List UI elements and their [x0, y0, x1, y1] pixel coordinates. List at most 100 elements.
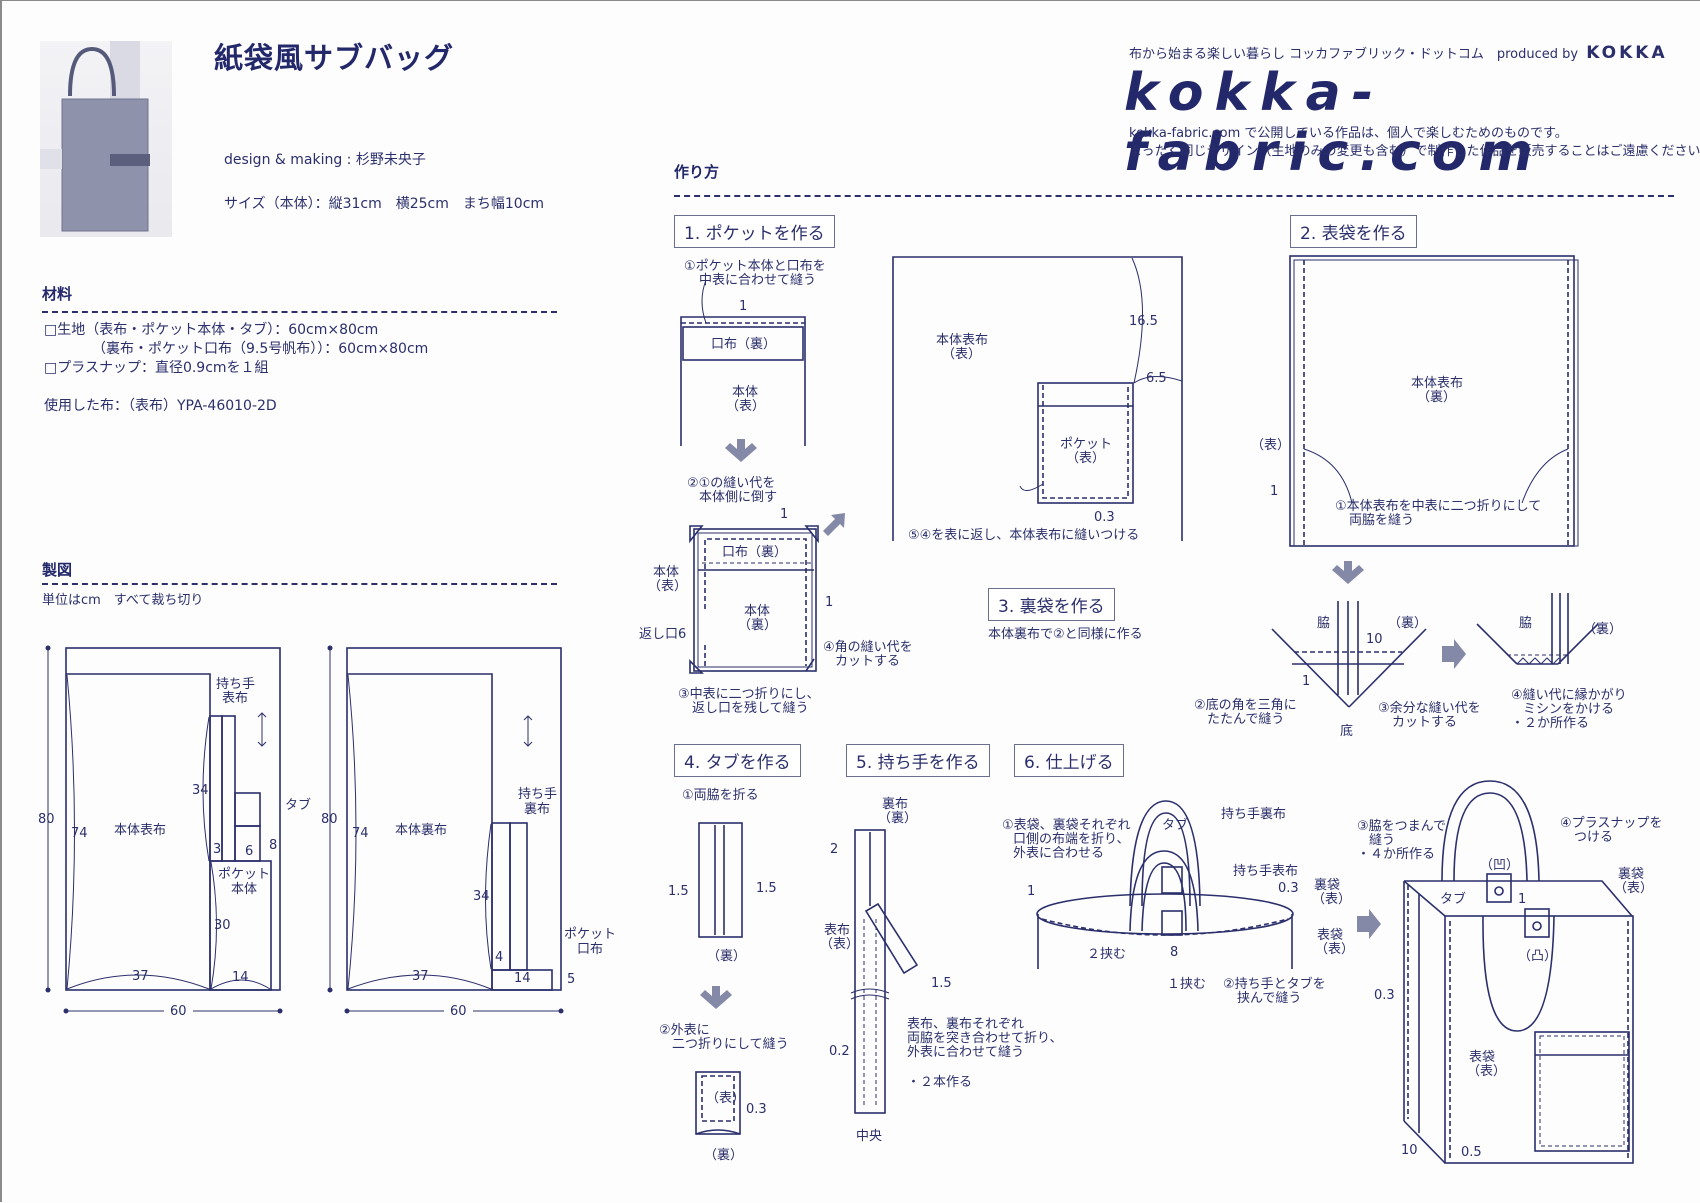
step2-seam: 1: [1270, 484, 1279, 499]
step1-note-4-line1: ④角の縫い代を: [823, 640, 913, 655]
arrow-down-icon: [1332, 561, 1364, 584]
step6-handle-outer: 持ち手表布: [1233, 864, 1299, 879]
step1-note-2-line2: 本体側に倒す: [699, 490, 778, 505]
step2-note-3-line1: ③余分な縫い代を: [1378, 701, 1481, 716]
howto-heading: 作り方: [674, 163, 720, 181]
step1-note-4-line2: カットする: [835, 654, 901, 669]
step-5-title: 5. 持ち手を作る: [846, 744, 990, 777]
step2-side-label-2: 脇: [1519, 616, 1533, 631]
tote-bag-illustration-icon: [40, 41, 150, 232]
step6-handle-lining: 持ち手裏布: [1221, 807, 1287, 822]
step1-mouth-label: 口布（裏）: [711, 337, 777, 352]
step-4-title: 4. タブを作る: [674, 744, 801, 777]
pattern-note: 単位はcm すべて裁ち切り: [42, 593, 204, 608]
pattern-left-height: 80: [38, 812, 55, 827]
step5-desc-line2: 両脇を突き合わせて折り、: [907, 1031, 1063, 1046]
step6-note-1-line1: ①表袋、裏袋それぞれ: [1002, 818, 1131, 833]
pattern-right-outer: [327, 645, 564, 1014]
step2-note-2-line1: ②底の角を三角に: [1194, 698, 1297, 713]
step6-inner-bag2-1: 裏袋: [1618, 867, 1645, 882]
step6-stitch: 0.3: [1278, 881, 1299, 896]
step6-note-2-line2: 挟んで縫う: [1237, 991, 1302, 1006]
step6-outer-bag2-2: （表）: [1467, 1064, 1507, 1079]
step2-gusset-fold: [1271, 593, 1599, 708]
step6-tab-label: タブ: [1162, 818, 1189, 833]
pattern-right-width: 60: [444, 1004, 473, 1019]
step1-seam-1: 1: [739, 299, 748, 314]
pattern-left-pocket-label-2: 本体: [231, 882, 258, 897]
pattern-heading: 製図: [42, 561, 73, 579]
step2-bottom-label: 底: [1340, 724, 1354, 739]
step4-tab-folded: [695, 1071, 741, 1135]
step6-inner-bag-1: 裏袋: [1314, 878, 1341, 893]
howto-divider: [674, 195, 1674, 197]
kokka-fabric-logo[interactable]: kokka-fabric.com: [1124, 63, 1544, 183]
arrow-down-icon: [700, 986, 732, 1009]
notice-line-1: kokka-fabric.com で公開している作品は、個人で楽しむためのもので…: [1129, 126, 1568, 141]
step2-panel-label-1: 本体表布: [1411, 376, 1464, 391]
step2-front-label: （表）: [1251, 438, 1291, 453]
step1-mouth-label-2: 口布（裏）: [722, 545, 788, 560]
step1-side-seam: 1: [825, 595, 834, 610]
step-6-title: 6. 仕上げる: [1014, 744, 1124, 777]
step6-tab-label-2: タブ: [1440, 892, 1467, 907]
pattern-left-tab-width: 6: [245, 844, 254, 859]
step5-fold-2: 1.5: [931, 976, 952, 991]
pattern-right-pocket-label-2: 口布: [577, 942, 604, 957]
step5-desc-line1: 表布、裏布それぞれ: [907, 1017, 1025, 1032]
step6-finished-bag: [1403, 780, 1634, 1164]
pattern-right-main-label: 本体裏布: [395, 823, 448, 838]
pattern-left-handle-width: 3: [213, 842, 222, 857]
step6-note-3-line2: 縫う: [1369, 833, 1396, 848]
pattern-right-handle-height: 34: [473, 889, 490, 904]
pattern-left-main-label: 本体表布: [114, 823, 167, 838]
pattern-right-handle-label-1: 持ち手: [518, 787, 558, 802]
step1-body-label-1: 本体: [732, 385, 759, 400]
pattern-left-tab-height: 8: [269, 838, 278, 853]
step1-dim-top: 16.5: [1129, 314, 1158, 329]
step5-lining-label-1: 裏布: [882, 797, 909, 812]
step5-outer-label-1: 表布: [824, 923, 851, 938]
step1-body-back-label-1: 本体: [744, 604, 771, 619]
step6-gap: 8: [1170, 945, 1179, 960]
materials-item-snap: □プラスナップ：直径0.9cmを１組: [44, 360, 269, 376]
step6-insert-2: ２挟む: [1087, 947, 1127, 962]
pattern-left-main-width: 37: [132, 969, 149, 984]
fabric-used: 使用した布：（表布）YPA-46010-2D: [44, 398, 277, 414]
step2-note-2-line2: たたんで縫う: [1207, 712, 1285, 727]
tote-bag-photo: [40, 41, 172, 237]
pattern-right-pocket-label-1: ポケット: [564, 927, 617, 942]
arrow-right-icon: [1442, 639, 1466, 669]
step5-fold: 2: [830, 842, 839, 857]
pattern-left-main-height: 74: [71, 826, 88, 841]
step4-front-label: （表）: [706, 1091, 746, 1106]
step-1-title: 1. ポケットを作る: [674, 215, 835, 248]
step6-note-4-line2: つける: [1574, 830, 1614, 845]
step4-note-1: ①両脇を折る: [682, 788, 759, 803]
pattern-left-outer: [45, 645, 283, 1014]
brand-tagline-text: 布から始まる楽しい暮らし コッカファブリック・ドットコム produced by: [1129, 47, 1579, 62]
step2-gusset: 10: [1366, 632, 1383, 647]
pattern-right-main-height: 74: [352, 826, 369, 841]
step1-pocket-label-2: （表）: [1066, 451, 1106, 466]
materials-divider: [42, 311, 557, 313]
step6-assemble: [1036, 800, 1294, 969]
step5-desc-line3: 外表に合わせて縫う: [907, 1045, 1025, 1060]
step6-snap-male: （凸）: [1518, 949, 1558, 964]
step5-stitch: 0.2: [829, 1044, 850, 1059]
step2-back-label: （裏）: [1388, 616, 1428, 631]
step1-pocket-sew: [680, 279, 806, 446]
step3-text: 本体裏布で②と同様に作る: [988, 627, 1143, 642]
step1-opening: 返し口6: [639, 627, 687, 642]
pattern-left-pocket-height: 30: [214, 918, 231, 933]
pattern-left-pocket-width: 14: [232, 970, 249, 985]
step6-note-1-line2: 口側の布端を折り、: [1013, 832, 1130, 847]
step-2-title: 2. 表袋を作る: [1290, 215, 1417, 248]
step1-pocket-fold: [689, 525, 819, 674]
step6-note-1-line3: 外表に合わせる: [1013, 846, 1105, 861]
brand-tagline: 布から始まる楽しい暮らし コッカファブリック・ドットコム produced by…: [1129, 45, 1668, 63]
step2-panel-label-2: （裏）: [1417, 390, 1457, 405]
step5-outer-label-2: （表）: [820, 937, 860, 952]
